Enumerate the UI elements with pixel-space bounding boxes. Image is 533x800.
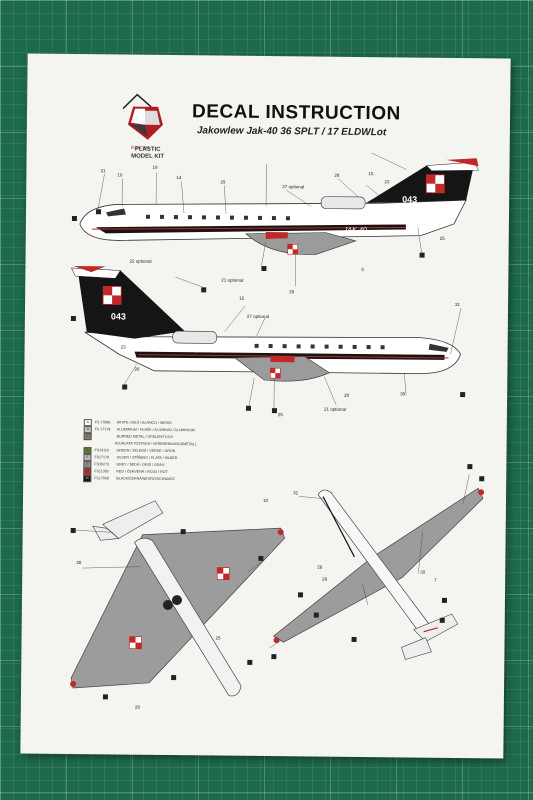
svg-text:27 optional: 27 optional	[247, 314, 269, 319]
legend-code: FS11350	[94, 469, 109, 474]
svg-text:30: 30	[400, 391, 406, 396]
svg-text:28: 28	[317, 565, 323, 570]
legend-swatch: A	[83, 419, 92, 427]
plan-view-top	[272, 487, 485, 660]
svg-text:30: 30	[420, 570, 426, 575]
svg-text:26: 26	[289, 289, 295, 294]
svg-text:31: 31	[100, 168, 106, 173]
svg-text:14: 14	[176, 175, 182, 180]
legend-swatch: C	[83, 433, 92, 441]
legend-text: RED / ČERVENÁ / ROJO / ROT	[116, 469, 168, 474]
legend-swatch: B	[83, 426, 92, 434]
legend-swatch: H	[83, 474, 92, 482]
svg-text:23: 23	[121, 344, 127, 349]
svg-text:31: 31	[455, 302, 461, 307]
svg-text:27 optional: 27 optional	[282, 184, 304, 189]
legend-code: FS36270	[94, 462, 109, 467]
legend-code: FS 17178	[94, 427, 111, 432]
svg-text:22 optional: 22 optional	[129, 259, 151, 264]
callout-numbers: 31 10 19 14 29 27 optional 26 15 23 22 option…	[100, 165, 461, 417]
svg-text:19: 19	[152, 165, 158, 170]
svg-text:31: 31	[293, 490, 299, 495]
svg-text:29: 29	[135, 705, 141, 710]
legend-code: FS17178	[94, 455, 110, 460]
svg-text:28: 28	[76, 560, 82, 565]
svg-text:25: 25	[440, 236, 446, 241]
legend-text: GREY / ŠEDÁ / GRIS / GRAU	[116, 462, 165, 467]
svg-text:23: 23	[384, 179, 390, 184]
legend-text: BLACK/ČERNÁ/NEGRO/SCHWARZ	[116, 476, 175, 481]
legend-code: FS14110	[94, 448, 109, 453]
plan-markers	[70, 464, 485, 700]
legend-swatch	[84, 441, 90, 446]
nose-name-1: JAK-40	[343, 227, 367, 234]
svg-text:7: 7	[434, 578, 437, 583]
svg-text:29: 29	[220, 180, 226, 185]
brand-line-2: MODEL KIT	[131, 153, 165, 160]
svg-text:26: 26	[322, 577, 328, 582]
page-title: DECAL INSTRUCTION	[191, 101, 401, 125]
svg-text:5: 5	[361, 267, 364, 272]
svg-text:25: 25	[216, 635, 222, 640]
side-view-1: 043 JAK-40	[79, 158, 479, 255]
side-view-2: 043 JAK-40	[71, 265, 461, 382]
brand-logo-text: EDMODEL	[131, 145, 152, 150]
svg-text:25: 25	[278, 412, 284, 417]
sheet-artwork: EDMODEL 043 JAK-40	[70, 93, 485, 710]
svg-text:20: 20	[344, 393, 350, 398]
nose-name-2: JAK-40	[194, 347, 218, 354]
svg-text:26: 26	[134, 367, 140, 372]
svg-text:21 optional: 21 optional	[221, 278, 243, 283]
legend-code: FS 17886	[94, 420, 111, 425]
svg-text:15: 15	[368, 171, 374, 176]
svg-text:15: 15	[239, 296, 245, 301]
instruction-sheet: EDMODEL 043 JAK-40	[20, 53, 511, 759]
callout-leaders	[97, 152, 462, 409]
svg-text:26: 26	[334, 173, 340, 178]
tail-number-2: 043	[111, 311, 126, 321]
brand-logo: EDMODEL	[122, 93, 163, 150]
plan-numbers: 28 25 29 31 10 30 7 26 28	[76, 490, 437, 710]
svg-text:10: 10	[117, 172, 123, 177]
callout-markers	[70, 209, 466, 414]
plan-view-underside	[70, 500, 286, 697]
tail-number-1: 043	[402, 194, 417, 204]
svg-text:21 optional: 21 optional	[324, 407, 346, 412]
plan-leaders	[74, 474, 470, 649]
svg-text:10: 10	[263, 498, 269, 503]
legend-code: FS17038	[94, 476, 109, 481]
brand-text: PLASTIC MODEL KIT	[123, 146, 173, 161]
